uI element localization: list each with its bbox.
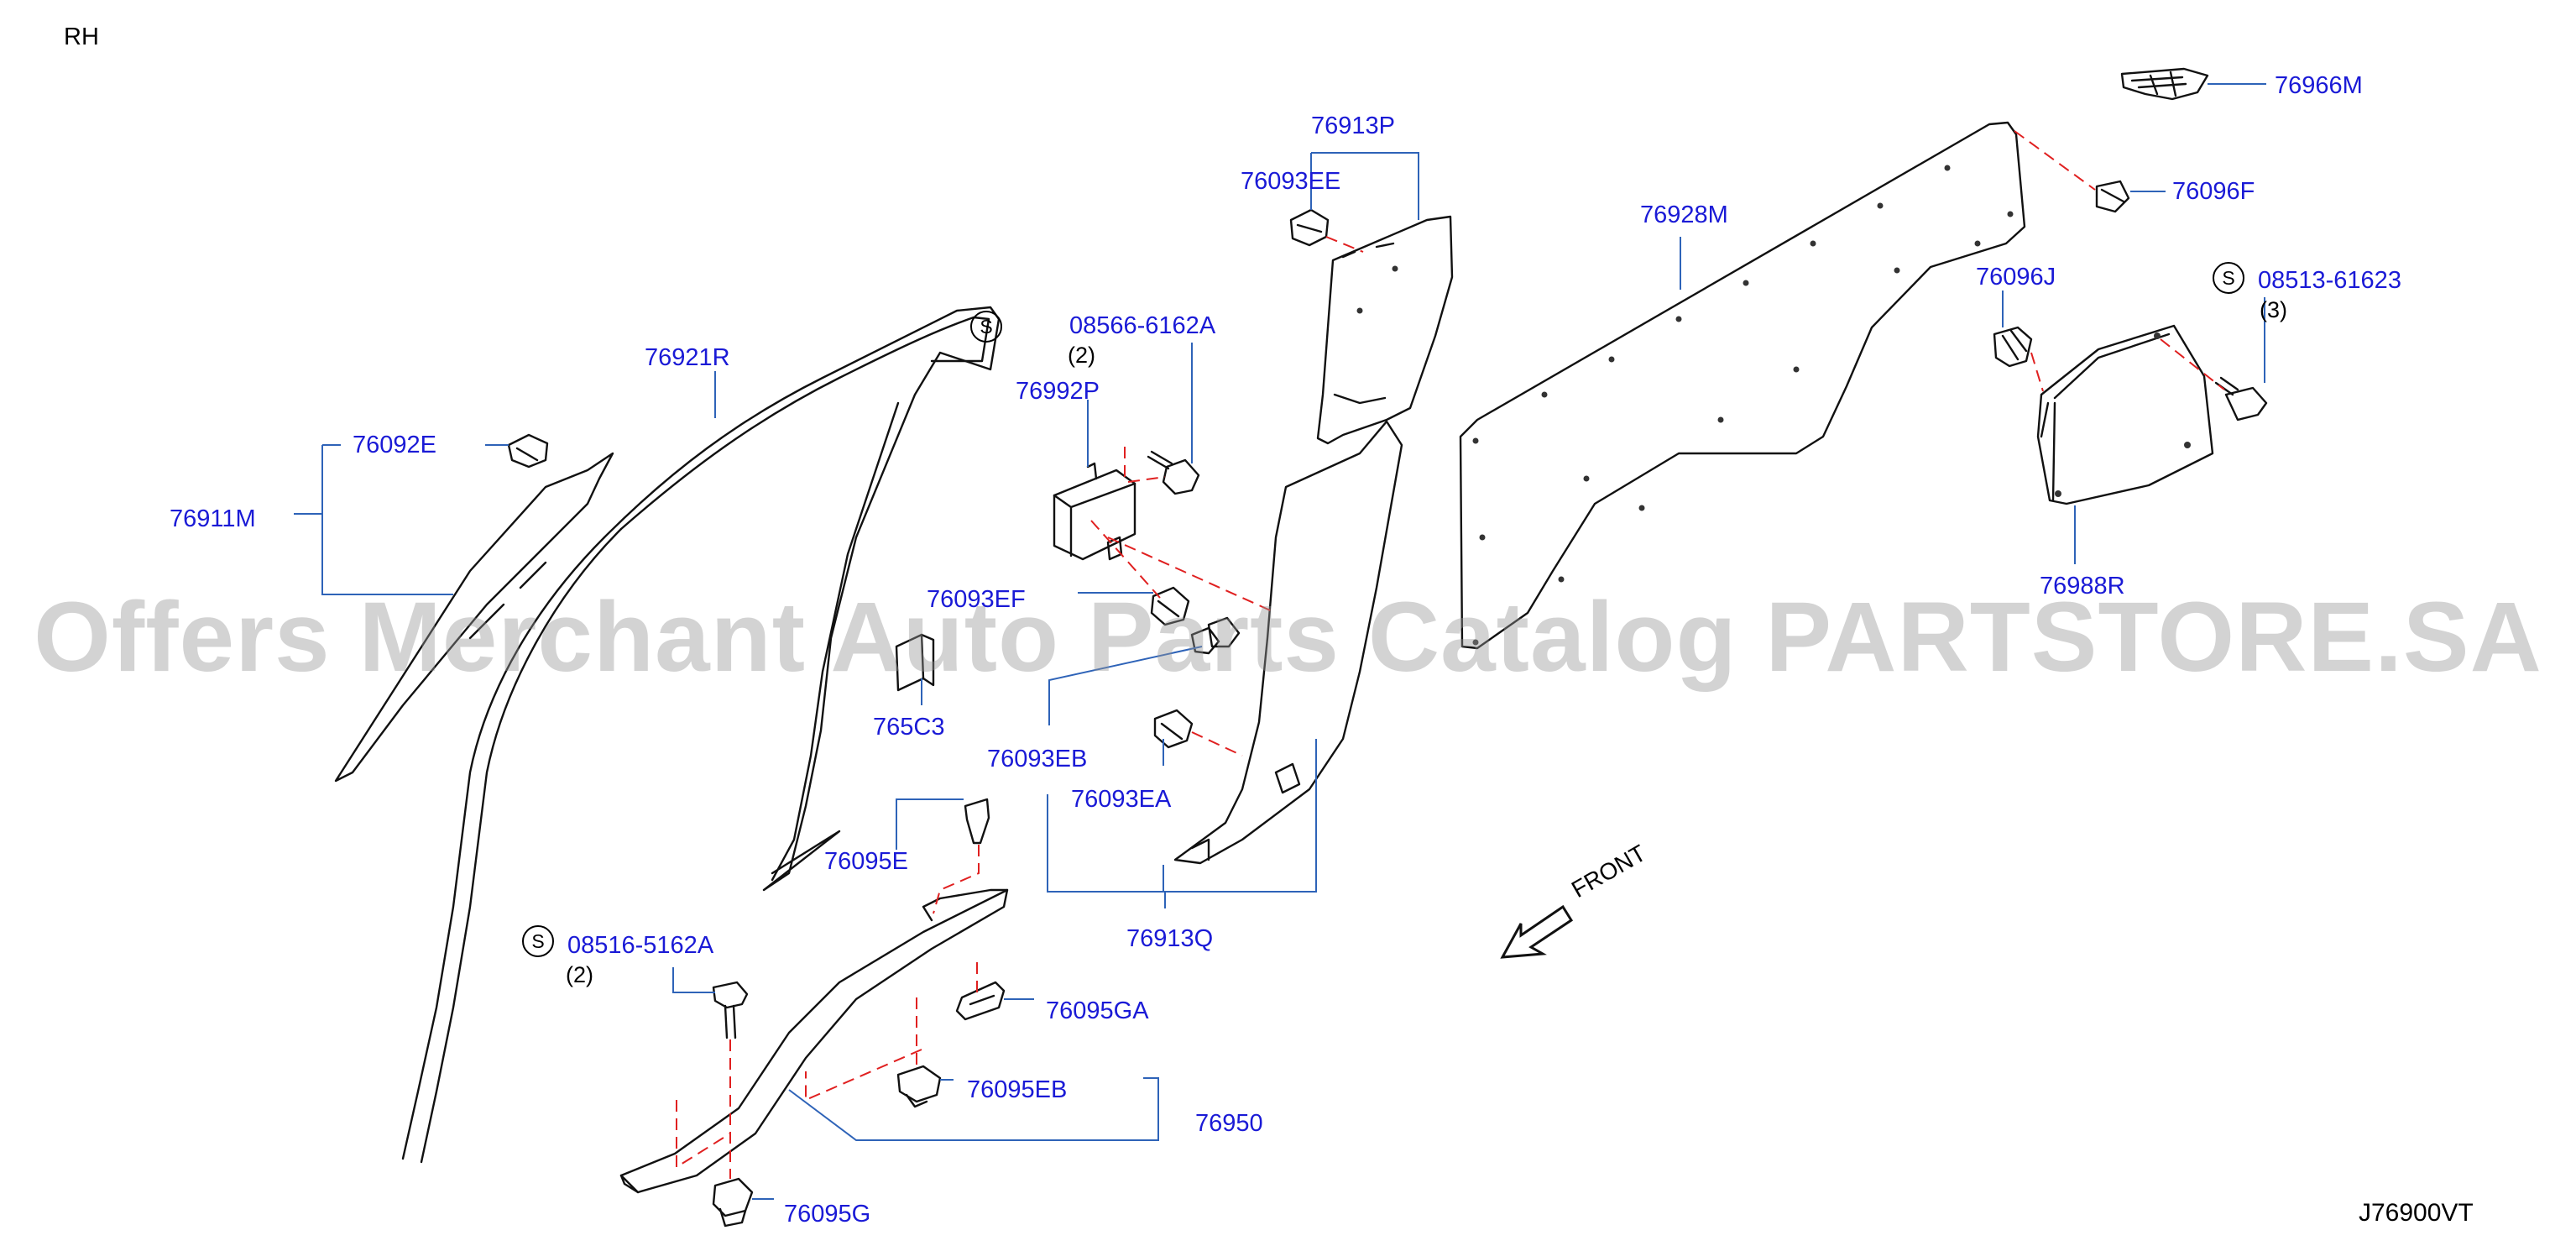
part-76095GA-clip [955,981,1006,1021]
label-08566-6162A[interactable]: 08566-6162A [1069,312,1216,339]
label-76928M[interactable]: 76928M [1640,202,1728,228]
symbol-s-08566: S [970,311,1002,343]
label-76096J[interactable]: 76096J [1976,264,2056,291]
part-76093EA-clip [1153,709,1194,749]
part-76095G-clip [712,1177,754,1228]
label-76913P[interactable]: 76913P [1311,113,1395,139]
leader-76913Q [1047,739,1317,908]
qty-08513: (3) [2260,297,2287,322]
leader-76950 [788,1077,1159,1141]
label-765C3[interactable]: 765C3 [873,714,945,741]
label-76092E[interactable]: 76092E [353,432,436,458]
part-76093EE-clip [1289,208,1330,247]
symbol-s-08513: S [2213,262,2244,294]
part-765C3-pad [895,633,935,692]
part-76911M-trim [334,452,614,783]
dash-08516 [676,1039,731,1179]
dash-76095EB [805,962,978,1102]
side-indicator: RH [64,24,99,50]
part-76096F-clip [2095,180,2130,213]
reference-code: J76900VT [2359,1199,2474,1227]
part-76921R-weatherstrip [401,306,1001,1164]
label-76950[interactable]: 76950 [1195,1110,1263,1137]
watermark: Offers Merchant Auto Parts Catalog PARTS… [34,582,2542,693]
label-76095EB[interactable]: 76095EB [967,1076,1068,1103]
label-08516-5162A[interactable]: 08516-5162A [567,932,714,959]
dash-08566 [1124,447,1166,483]
leader-76095E [896,798,964,850]
part-76966M-clip [2120,67,2209,101]
label-76988R[interactable]: 76988R [2040,573,2125,599]
qty-08516: (2) [566,962,593,987]
part-76093EF-clip [1150,586,1190,626]
dash-76096J [2030,352,2044,392]
part-76950-kickplate [619,888,1009,1194]
part-08513-screw [2214,376,2268,421]
label-76093EA[interactable]: 76093EA [1071,786,1172,813]
label-76921R[interactable]: 76921R [645,344,730,371]
leader-76093EB [1048,646,1203,725]
symbol-s-08516: S [522,925,554,957]
part-76913P-pillar [1316,215,1454,445]
part-76095EB-clip [896,1065,942,1108]
part-76988R-trim [2036,324,2214,505]
part-76092E-clip [507,433,549,469]
qty-08566: (2) [1068,343,1095,368]
part-76928M-panel [1459,121,2026,650]
dash-76992P [1090,520,1277,614]
label-76093EE[interactable]: 76093EE [1241,168,1341,195]
label-08513-61623[interactable]: 08513-61623 [2258,267,2401,294]
label-76095GA[interactable]: 76095GA [1046,997,1149,1024]
label-76095G[interactable]: 76095G [784,1201,871,1228]
part-08516-screw [712,981,749,1039]
leader-76911M [294,444,453,595]
part-76913Q-pillar [1173,420,1403,865]
label-76913Q[interactable]: 76913Q [1126,925,1214,952]
label-76095E[interactable]: 76095E [824,848,908,875]
label-76096F[interactable]: 76096F [2172,178,2255,205]
label-76093EB[interactable]: 76093EB [987,746,1088,772]
part-08566-screw [1147,450,1200,495]
dash-76096F [2014,130,2096,191]
label-76911M[interactable]: 76911M [170,505,256,532]
leader-08516 [672,967,715,993]
label-76992P[interactable]: 76992P [1016,378,1100,405]
label-76966M[interactable]: 76966M [2275,72,2363,99]
dash-08513 [2160,338,2225,390]
front-arrow [1500,904,1574,959]
part-76095E-clip [964,798,990,845]
part-76096J-clip [1993,326,2033,368]
leader-76913P [1310,152,1419,220]
dash-76095E [933,845,980,914]
part-76992P-bracket [1053,462,1136,561]
label-76093EF[interactable]: 76093EF [927,586,1026,613]
dash-76093EE [1325,236,1364,253]
dash-76093EA [1191,731,1243,756]
